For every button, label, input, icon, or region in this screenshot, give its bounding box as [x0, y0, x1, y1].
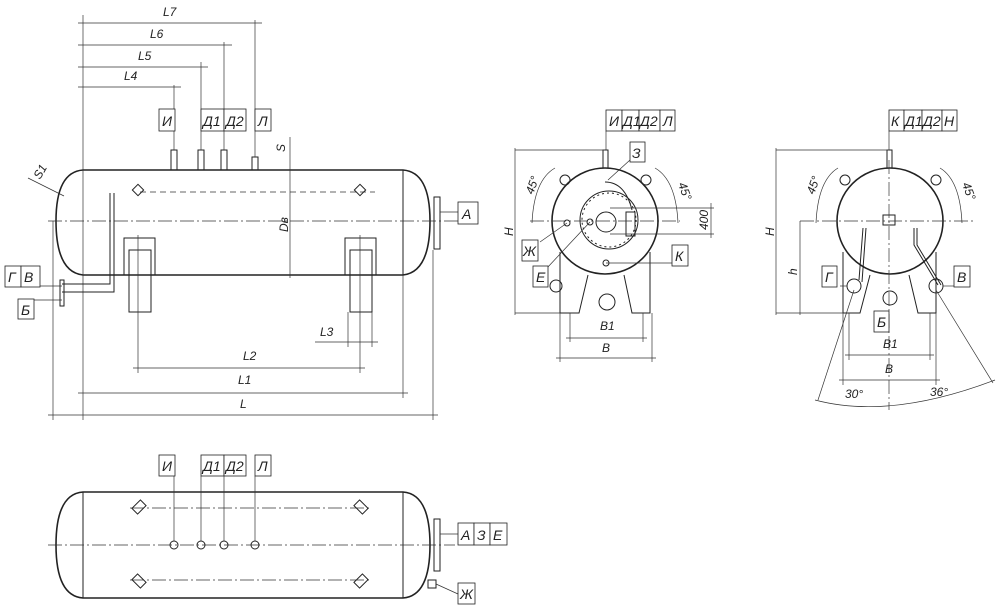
label-text: А	[460, 527, 470, 543]
label-text: 45°	[523, 174, 542, 196]
label-text: B1	[600, 319, 615, 333]
label-text: В	[24, 269, 33, 285]
supports	[123, 237, 377, 313]
label-text: L	[240, 397, 247, 411]
label-text: L1	[238, 373, 251, 387]
label-text: Н	[944, 113, 955, 129]
label-text: Д2	[224, 458, 244, 474]
label-text: Д2	[921, 113, 941, 129]
label-text: Д2	[638, 113, 658, 129]
label-text: Г	[8, 269, 17, 285]
label-D2: Д2	[224, 113, 244, 129]
label-text: Д1	[903, 113, 923, 129]
label-text: Д1	[621, 113, 641, 129]
label-text: L4	[124, 69, 138, 83]
label-D1: Д1	[201, 113, 221, 129]
label-I: И	[162, 113, 173, 129]
label-text: Б	[877, 314, 886, 330]
label-text: S1	[30, 162, 49, 182]
label-text: Б	[21, 302, 30, 318]
label-text: Е	[493, 527, 503, 543]
label-text: Л	[257, 458, 268, 474]
label-text: L5	[138, 49, 152, 63]
label-text: Л	[662, 113, 673, 129]
label-text: 400	[697, 210, 711, 230]
front-view: И Д1 Д2 Л H 45° 45° 400 З Ж Е К B1 B	[502, 109, 714, 362]
label-text: B	[885, 362, 893, 376]
label-text: L3	[320, 325, 334, 339]
plan-view: И Д1 Д2 Л А З Е Ж	[48, 454, 508, 605]
vessel-body	[55, 169, 431, 276]
flange-A	[433, 196, 441, 250]
side-top-labels: И Д1 Д2 Л	[158, 108, 272, 132]
label-text: З	[477, 527, 486, 543]
label-text: К	[675, 248, 684, 264]
label-L: Л	[257, 113, 268, 129]
label-text: Dв	[277, 217, 291, 232]
label-text: 45°	[675, 180, 694, 202]
label-text: h	[786, 268, 800, 275]
label-text: А	[461, 206, 471, 222]
label-text: L6	[150, 27, 164, 41]
label-text: 30°	[845, 387, 863, 401]
end-view: К Д1 Д2 Н H h 45° 45° Г В Б B1 B 30° 36°	[763, 109, 996, 410]
label-text: В	[957, 269, 966, 285]
label-text: 36°	[930, 385, 948, 399]
label-text: L2	[243, 349, 257, 363]
label-text: Д1	[201, 458, 221, 474]
label-text: З	[632, 145, 641, 161]
label-text: И	[162, 458, 173, 474]
label-text: H	[502, 227, 516, 236]
label-text: 45°	[959, 180, 978, 202]
top-nozzles	[170, 149, 259, 171]
label-text: К	[891, 113, 900, 129]
label-text: L7	[163, 5, 178, 19]
label-text: И	[609, 113, 620, 129]
label-text: 45°	[804, 174, 823, 196]
label-text: Ж	[459, 586, 474, 602]
label-text: S	[274, 144, 288, 152]
label-text: B1	[883, 337, 898, 351]
label-text: Ж	[522, 243, 537, 259]
label-text: H	[763, 227, 777, 236]
label-text: Г	[825, 269, 834, 285]
label-text: Е	[536, 269, 546, 285]
label-text: B	[602, 341, 610, 355]
side-view: И Д1 Д2 Л L7 L6 L5 L4 S Dв S1 А Г	[4, 5, 479, 420]
